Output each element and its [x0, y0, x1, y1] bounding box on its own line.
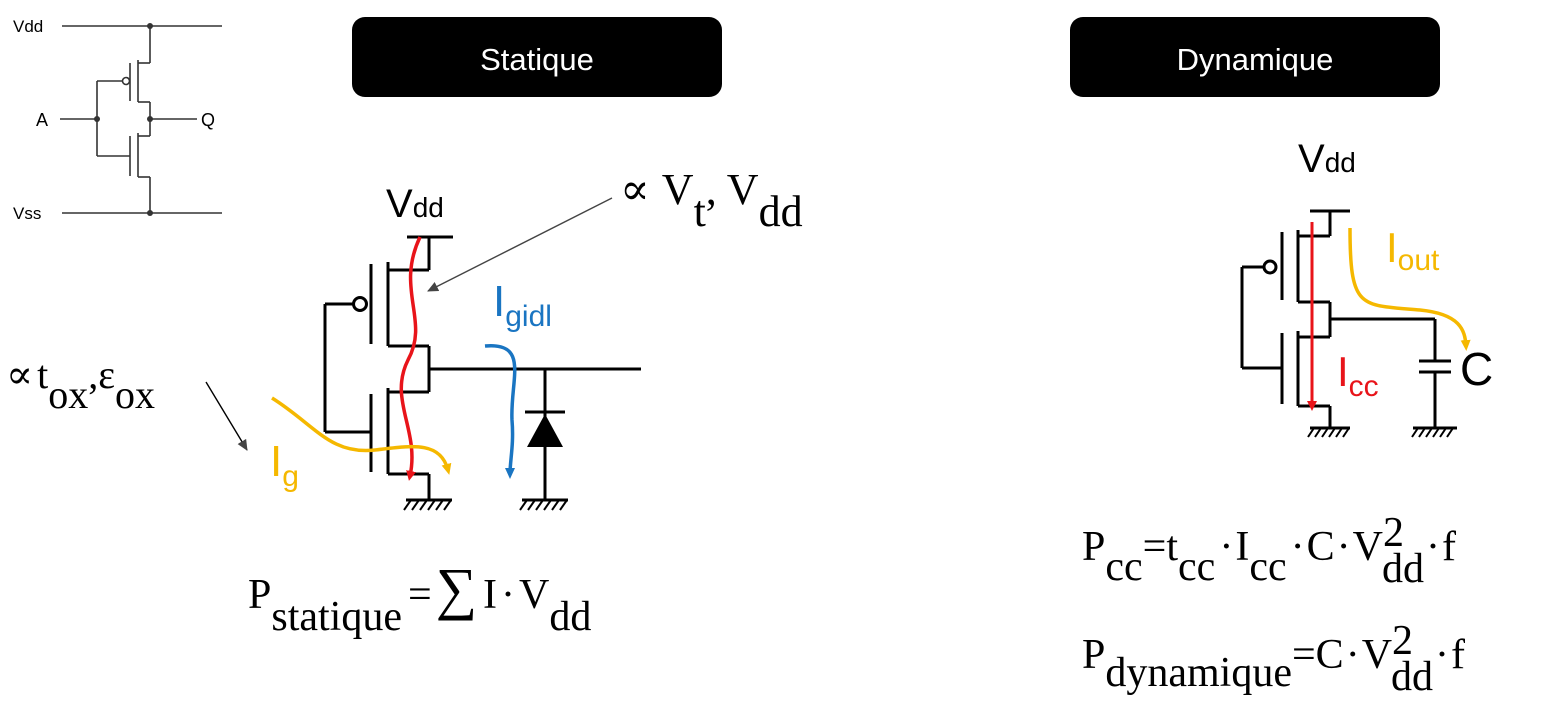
diode-symbol [527, 414, 563, 447]
tox-eox-annotation: ∝tox,εox [6, 352, 155, 417]
static-header-label: Statique [480, 42, 594, 77]
static-header: Statique [352, 17, 722, 97]
dynamic-grounds [1307, 427, 1454, 438]
dynamic-header: Dynamique [1070, 17, 1440, 97]
gate-current-arrow [271, 396, 452, 475]
static-grounds [403, 499, 568, 511]
dynamic-circuit [1240, 209, 1457, 430]
vt-pointer-arrow [427, 197, 613, 292]
tox-pointer-arrow [205, 381, 248, 451]
vss-label: Vss [13, 204, 41, 223]
vt-vdd-annotation: ∝Vt,Vdd [620, 165, 803, 236]
gidl-current-arrow [484, 344, 517, 479]
gidl-current-label: Igidl [493, 277, 552, 333]
output-q-label: Q [201, 110, 215, 130]
dynamic-vdd-label: Vdd [1298, 137, 1356, 181]
capacitor-label: C [1460, 343, 1493, 395]
static-power-formula: Pstatique=∑I·Vdd [248, 556, 591, 640]
subthreshold-current-arrow [399, 236, 422, 481]
static-vdd-label: Vdd [386, 182, 444, 226]
cc-current-label: Icc [1337, 348, 1379, 403]
inverter-schematic [60, 25, 222, 214]
input-a-label: A [36, 110, 48, 130]
out-current-arrow [1348, 227, 1471, 351]
static-circuit [323, 235, 641, 502]
inverter-nodes [94, 23, 153, 216]
out-current-label: Iout [1386, 224, 1440, 277]
dynamic-header-label: Dynamique [1177, 42, 1334, 77]
gate-current-label: Ig [270, 437, 299, 493]
vdd-label: Vdd [13, 17, 43, 36]
